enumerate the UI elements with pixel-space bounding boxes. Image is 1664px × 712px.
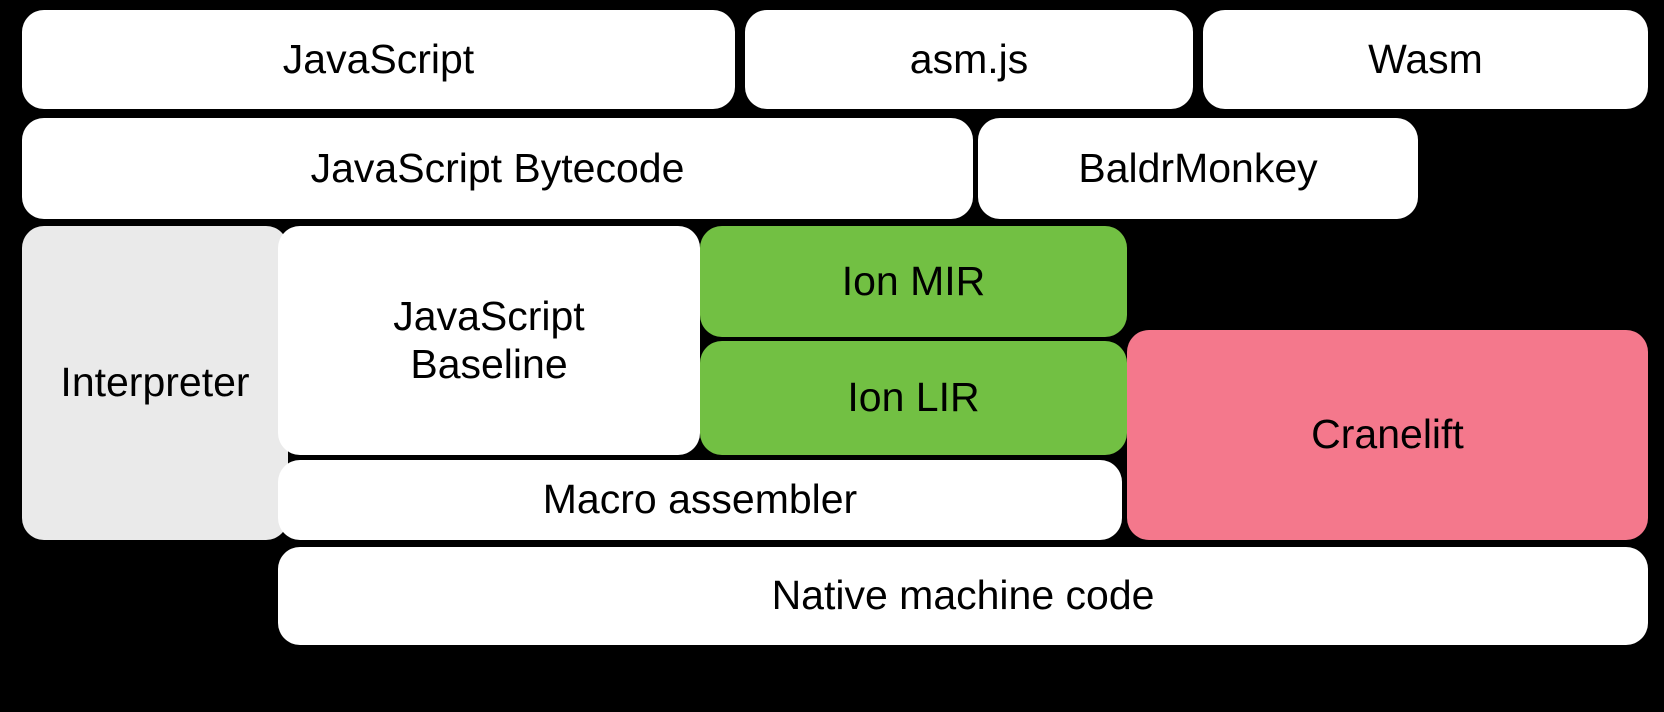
node-ion-lir[interactable]: Ion LIR xyxy=(700,341,1127,455)
node-interpreter[interactable]: Interpreter xyxy=(22,226,288,540)
node-ion-mir[interactable]: Ion MIR xyxy=(700,226,1127,337)
node-asm-js[interactable]: asm.js xyxy=(745,10,1193,109)
node-baldrmonkey[interactable]: BaldrMonkey xyxy=(978,118,1418,219)
node-javascript-baseline[interactable]: JavaScript Baseline xyxy=(278,226,700,455)
node-cranelift[interactable]: Cranelift xyxy=(1127,330,1648,540)
node-javascript[interactable]: JavaScript xyxy=(22,10,735,109)
node-wasm[interactable]: Wasm xyxy=(1203,10,1648,109)
node-javascript-bytecode[interactable]: JavaScript Bytecode xyxy=(22,118,973,219)
node-macro-assembler[interactable]: Macro assembler xyxy=(278,460,1122,540)
node-native-machine-code[interactable]: Native machine code xyxy=(278,547,1648,645)
